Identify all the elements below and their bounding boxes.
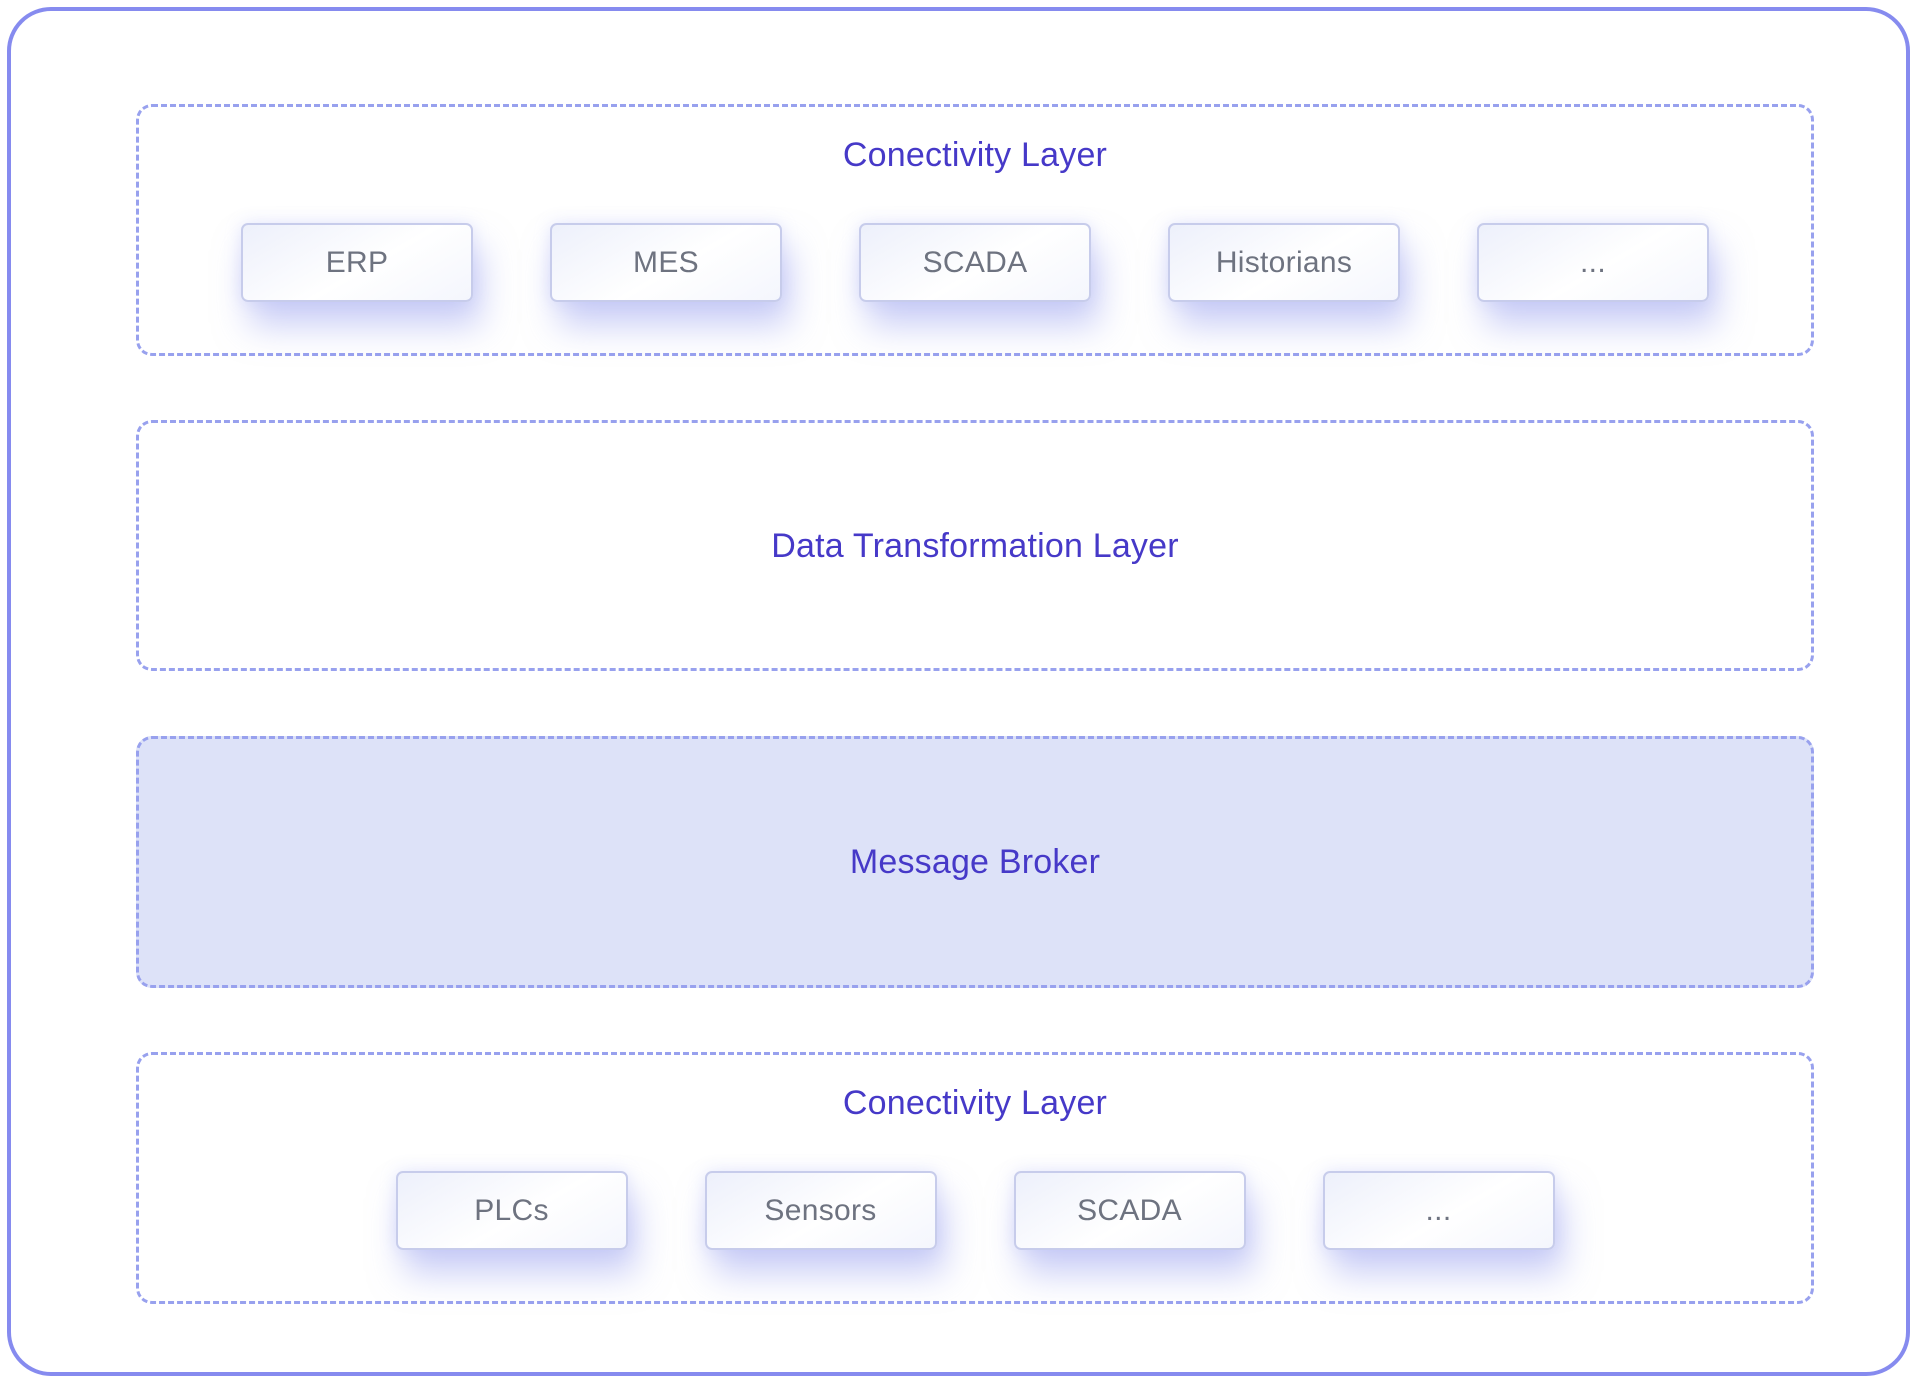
component-label: Sensors [764, 1193, 877, 1227]
section-title-connectivity-top: Conectivity Layer [842, 136, 1108, 174]
diagram-frame: Conectivity Layer ERP MES SCADA Historians.… [7, 7, 1910, 1376]
component-label: Historians [1215, 245, 1353, 279]
section-message-broker: Message Broker [136, 736, 1814, 988]
component-box: ... [1477, 223, 1709, 302]
section-title-message-broker: Message Broker [849, 843, 1101, 881]
component-box: SCADA [859, 223, 1091, 302]
section-title-connectivity-bottom: Conectivity Layer [842, 1084, 1108, 1122]
component-label: ... [1425, 1193, 1452, 1227]
section-connectivity-bottom: Conectivity Layer PLCs Sensors SCADA... [136, 1052, 1814, 1304]
component-label: PLCs [474, 1193, 549, 1227]
component-box: Historians [1168, 223, 1400, 302]
component-label: SCADA [922, 245, 1028, 279]
component-label: MES [633, 245, 699, 279]
component-label: ERP [325, 245, 389, 279]
component-box: Sensors [704, 1171, 937, 1250]
section-connectivity-top: Conectivity Layer ERP MES SCADA Historians.… [136, 104, 1814, 356]
component-label: ... [1580, 245, 1606, 279]
component-box: ERP [241, 223, 473, 302]
component-box: SCADA [1013, 1171, 1246, 1250]
component-row-top: ERP MES SCADA Historians... [139, 223, 1811, 302]
component-row-bottom: PLCs Sensors SCADA... [139, 1171, 1811, 1250]
component-box: ... [1322, 1171, 1555, 1250]
component-label: SCADA [1077, 1193, 1182, 1227]
component-box: MES [550, 223, 782, 302]
section-data-transformation: Data Transformation Layer [136, 420, 1814, 671]
component-box: PLCs [395, 1171, 628, 1250]
section-title-data-transformation: Data Transformation Layer [771, 526, 1179, 565]
